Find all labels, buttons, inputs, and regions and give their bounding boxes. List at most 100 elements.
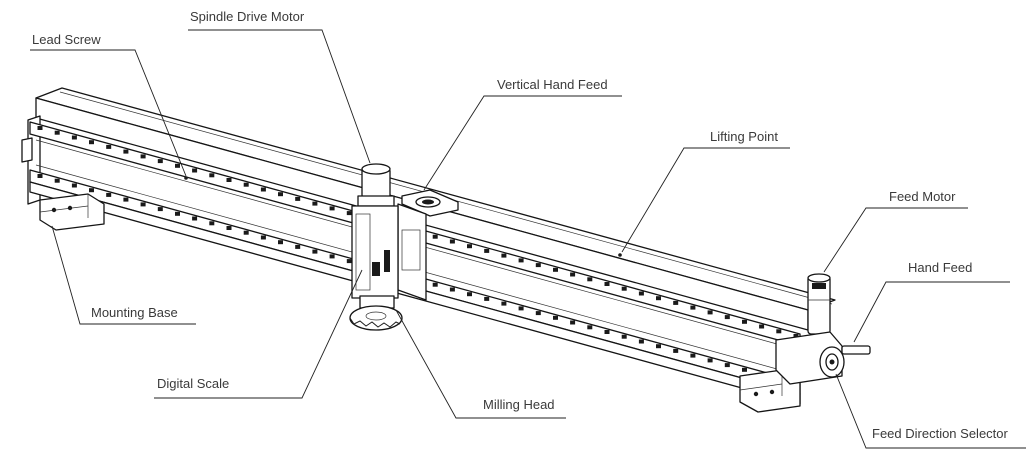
milling-head — [351, 205, 399, 309]
t-slot-mark — [295, 244, 301, 249]
t-slot-mark — [209, 221, 215, 226]
leader-feed-motor — [823, 207, 968, 273]
t-slot-mark — [312, 201, 318, 206]
t-slot-mark — [656, 296, 661, 301]
t-slot-mark — [140, 154, 146, 159]
t-slot-mark — [484, 248, 490, 253]
t-slot-mark — [724, 315, 730, 320]
leader-vertical-hand-feed — [423, 95, 622, 191]
t-slot-mark — [604, 330, 610, 334]
t-slot-mark — [707, 310, 713, 315]
t-slot-mark — [243, 230, 249, 235]
t-slot-mark — [37, 126, 43, 130]
t-slot-mark — [226, 178, 232, 182]
t-slot-mark — [467, 292, 472, 297]
t-slot-mark — [587, 325, 593, 330]
screw-mark — [184, 176, 188, 180]
t-slot-mark — [71, 183, 77, 188]
t-slot-mark — [329, 206, 335, 211]
carriage — [397, 189, 459, 301]
t-slot-mark — [467, 244, 472, 249]
leader-feed-direction-selector — [835, 373, 1026, 449]
t-slot-mark — [553, 267, 558, 272]
t-slot-mark — [312, 249, 318, 254]
leader-lines — [30, 29, 1026, 449]
t-slot-mark — [587, 277, 593, 282]
label-vertical-hand-feed: Vertical Hand Feed — [497, 77, 608, 92]
t-slot-mark — [656, 344, 661, 349]
t-slot-mark — [501, 301, 507, 306]
label-hand-feed: Hand Feed — [908, 260, 973, 275]
t-slot-mark — [449, 239, 455, 244]
t-slot-mark — [54, 130, 60, 135]
t-slot-mark — [89, 188, 94, 193]
t-slot-mark — [621, 334, 627, 339]
label-milling-head: Milling Head — [483, 397, 555, 412]
t-slot-mark — [192, 216, 198, 221]
t-slot-mark — [535, 263, 541, 268]
lifting-point-mark — [618, 253, 622, 257]
t-slot-mark — [484, 296, 490, 301]
feed-motor — [807, 273, 831, 335]
t-slot-mark — [759, 324, 765, 329]
leader-lifting-point — [621, 147, 790, 253]
t-slot-mark — [742, 319, 747, 324]
label-feed-direction-selector: Feed Direction Selector — [872, 426, 1008, 441]
t-slot-mark — [123, 197, 129, 202]
t-slot-mark — [449, 287, 455, 292]
t-slot-mark — [346, 211, 352, 216]
t-slot-mark — [535, 311, 541, 316]
gearbox — [775, 331, 845, 385]
t-slot-mark — [243, 182, 249, 187]
label-lead-screw: Lead Screw — [32, 32, 101, 47]
t-slot-mark — [742, 367, 747, 372]
spindle-drive-motor — [357, 163, 395, 207]
leader-digital-scale — [154, 269, 363, 399]
leader-hand-feed — [853, 281, 1010, 343]
t-slot-mark — [226, 226, 232, 230]
label-feed-motor: Feed Motor — [889, 189, 956, 204]
t-slot-mark — [278, 240, 283, 245]
t-slot-mark — [71, 135, 77, 140]
t-slot-mark — [776, 329, 782, 334]
t-slot-mark — [123, 149, 129, 154]
t-slot-mark — [432, 282, 438, 287]
t-slot-mark — [157, 207, 163, 212]
mounting-base-left — [39, 193, 105, 231]
t-slot-marks-upper — [37, 126, 799, 338]
t-slot-mark — [553, 315, 558, 320]
t-slot-mark — [501, 253, 507, 258]
t-slot-mark — [106, 144, 112, 149]
t-slot-mark — [157, 159, 163, 164]
t-slot-mark — [175, 211, 180, 216]
t-slot-mark — [175, 163, 180, 168]
leader-lead-screw — [30, 49, 187, 177]
t-slot-mark — [432, 234, 438, 239]
label-lifting-point: Lifting Point — [710, 129, 778, 144]
t-slot-mark — [54, 178, 60, 183]
t-slot-mark — [89, 140, 94, 145]
t-slot-mark — [260, 187, 266, 192]
t-slot-mark — [518, 306, 524, 311]
t-slot-mark — [638, 339, 644, 344]
leader-mounting-base — [51, 225, 196, 325]
label-mounting-base: Mounting Base — [91, 305, 178, 320]
t-slot-mark — [707, 358, 713, 363]
leader-milling-head — [395, 309, 566, 419]
t-slot-mark — [621, 286, 627, 291]
t-slot-mark — [106, 192, 112, 197]
t-slot-mark — [192, 168, 198, 173]
t-slot-mark — [260, 235, 266, 240]
label-digital-scale: Digital Scale — [157, 376, 230, 391]
t-slot-mark — [140, 202, 146, 207]
t-slot-mark — [346, 259, 352, 264]
t-slot-mark — [673, 300, 679, 305]
t-slot-mark — [518, 258, 524, 263]
t-slot-mark — [37, 174, 43, 178]
t-slot-mark — [295, 196, 301, 201]
t-slot-mark — [724, 363, 730, 368]
t-slot-mark — [604, 282, 610, 286]
cutter — [349, 305, 403, 331]
t-slot-mark — [278, 192, 283, 197]
t-slot-mark — [690, 353, 696, 358]
